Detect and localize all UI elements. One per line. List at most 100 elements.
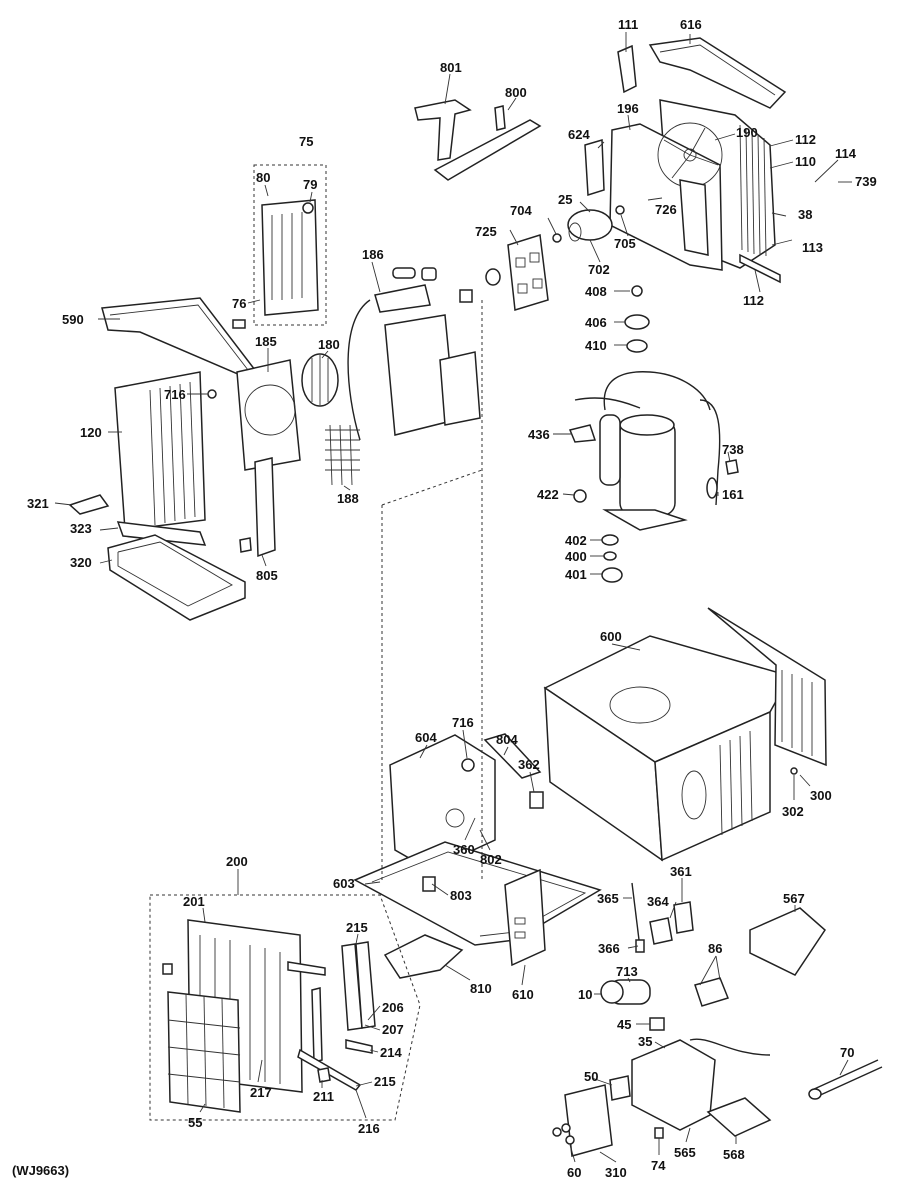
callout-201: 201 bbox=[183, 894, 205, 909]
callout-217: 217 bbox=[250, 1085, 272, 1100]
callout-616: 616 bbox=[680, 17, 702, 32]
callout-362: 362 bbox=[518, 757, 540, 772]
callout-185: 185 bbox=[255, 334, 277, 349]
callout-38: 38 bbox=[798, 207, 812, 222]
callout-323: 323 bbox=[70, 521, 92, 536]
callout-725: 725 bbox=[475, 224, 497, 239]
callout-200: 200 bbox=[226, 854, 248, 869]
callout-400: 400 bbox=[565, 549, 587, 564]
front-grille-assembly bbox=[149, 894, 421, 1121]
callout-120: 120 bbox=[80, 425, 102, 440]
callout-188: 188 bbox=[337, 491, 359, 506]
callout-366: 366 bbox=[598, 941, 620, 956]
callout-410: 410 bbox=[585, 338, 607, 353]
callout-360: 360 bbox=[453, 842, 475, 857]
callout-216: 216 bbox=[358, 1121, 380, 1136]
callout-161: 161 bbox=[722, 487, 744, 502]
callout-401: 401 bbox=[565, 567, 587, 582]
base-pan-assembly bbox=[353, 733, 602, 979]
callout-713: 713 bbox=[616, 964, 638, 979]
callout-402: 402 bbox=[565, 533, 587, 548]
callout-111: 111 bbox=[618, 17, 638, 32]
callout-568: 568 bbox=[723, 1147, 745, 1162]
callout-802: 802 bbox=[480, 852, 502, 867]
callout-320: 320 bbox=[70, 555, 92, 570]
callout-702: 702 bbox=[588, 262, 610, 277]
callout-365: 365 bbox=[597, 891, 619, 906]
callout-804: 804 bbox=[496, 732, 518, 747]
callout-716-mid: 716 bbox=[452, 715, 474, 730]
callout-805: 805 bbox=[256, 568, 278, 583]
callout-114: 114 bbox=[835, 146, 857, 161]
compressor-assembly bbox=[568, 285, 739, 583]
callout-436: 436 bbox=[528, 427, 550, 442]
callout-45: 45 bbox=[617, 1017, 631, 1032]
callout-50: 50 bbox=[584, 1069, 598, 1084]
callout-408: 408 bbox=[585, 284, 607, 299]
callout-207: 207 bbox=[382, 1022, 404, 1037]
callout-738: 738 bbox=[722, 442, 744, 457]
callout-86: 86 bbox=[708, 941, 722, 956]
callout-624: 624 bbox=[568, 127, 590, 142]
callout-206: 206 bbox=[382, 1000, 404, 1015]
callout-215-top: 215 bbox=[346, 920, 368, 935]
callout-55: 55 bbox=[188, 1115, 202, 1130]
assembly-guide-lines bbox=[381, 300, 483, 880]
callout-190: 190 bbox=[736, 125, 758, 140]
callout-112-bottom: 112 bbox=[743, 293, 764, 308]
callout-603: 603 bbox=[333, 876, 355, 891]
callout-600: 600 bbox=[600, 629, 622, 644]
top-brackets bbox=[414, 99, 542, 181]
callout-112-top: 112 bbox=[795, 132, 816, 147]
callout-803: 803 bbox=[450, 888, 472, 903]
callout-801: 801 bbox=[440, 60, 462, 75]
callout-214: 214 bbox=[380, 1045, 402, 1060]
callout-25: 25 bbox=[558, 192, 572, 207]
callout-422: 422 bbox=[537, 487, 559, 502]
callout-704: 704 bbox=[510, 203, 532, 218]
callout-590: 590 bbox=[62, 312, 84, 327]
callout-80: 80 bbox=[256, 170, 270, 185]
callout-739: 739 bbox=[855, 174, 877, 189]
callout-76: 76 bbox=[232, 296, 246, 311]
callout-180: 180 bbox=[318, 337, 340, 352]
cabinet-assembly bbox=[543, 607, 827, 862]
callout-110: 110 bbox=[795, 154, 816, 169]
callout-10: 10 bbox=[578, 987, 592, 1002]
callout-361: 361 bbox=[670, 864, 692, 879]
callout-705: 705 bbox=[614, 236, 636, 251]
callout-716-top: 716 bbox=[164, 387, 186, 402]
callout-labels: 111 616 801 800 196 190 112 110 114 739 … bbox=[12, 17, 877, 1180]
callout-604: 604 bbox=[415, 730, 437, 745]
callout-75: 75 bbox=[299, 134, 313, 149]
electrical-parts bbox=[552, 882, 883, 1157]
callout-610: 610 bbox=[512, 987, 534, 1002]
callout-302: 302 bbox=[782, 804, 804, 819]
callout-565: 565 bbox=[674, 1145, 696, 1160]
callout-800: 800 bbox=[505, 85, 527, 100]
callout-211: 211 bbox=[313, 1089, 334, 1104]
callout-186: 186 bbox=[362, 247, 384, 262]
callout-321: 321 bbox=[27, 496, 49, 511]
callout-726: 726 bbox=[655, 202, 677, 217]
condenser-assembly bbox=[584, 37, 787, 284]
leader-lines bbox=[54, 32, 852, 1163]
callout-406: 406 bbox=[585, 315, 607, 330]
callout-70: 70 bbox=[840, 1045, 854, 1060]
fan-motor-assembly bbox=[485, 205, 625, 311]
callout-215-bottom: 215 bbox=[374, 1074, 396, 1089]
callout-60: 60 bbox=[567, 1165, 581, 1180]
callout-196: 196 bbox=[617, 101, 639, 116]
callout-113: 113 bbox=[802, 240, 823, 255]
callout-364: 364 bbox=[647, 894, 669, 909]
callout-300: 300 bbox=[810, 788, 832, 803]
callout-79: 79 bbox=[303, 177, 317, 192]
callout-810: 810 bbox=[470, 981, 492, 996]
callout-310: 310 bbox=[605, 1165, 627, 1180]
callout-74: 74 bbox=[651, 1158, 666, 1173]
callout-35: 35 bbox=[638, 1034, 652, 1049]
evaporator-assembly bbox=[68, 164, 481, 621]
drawing-code: (WJ9663) bbox=[12, 1163, 69, 1178]
callout-567: 567 bbox=[783, 891, 805, 906]
